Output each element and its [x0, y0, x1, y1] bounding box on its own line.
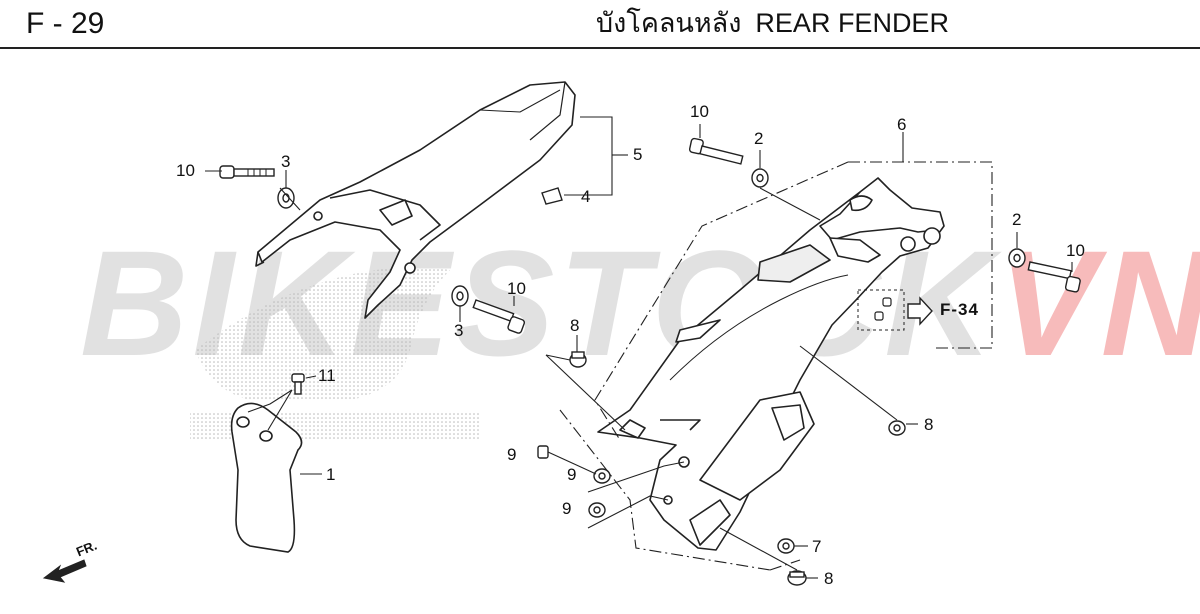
group-boundaries [559, 161, 993, 571]
seat-cowl-part [255, 81, 576, 319]
callout-4: 4 [581, 187, 591, 206]
collar-2-right [1008, 248, 1026, 268]
f34-arrow [907, 296, 933, 326]
reference-link-f34[interactable]: F-34 [940, 300, 979, 319]
nut-8-left [569, 351, 587, 368]
callout-2-right: 2 [1012, 210, 1022, 229]
page-code: F - 29 [26, 7, 105, 40]
callout-9-bottom: 9 [562, 499, 572, 518]
f34-dashed-box [857, 289, 905, 331]
screws-f34-group [874, 297, 892, 321]
page-header: F - 29 บังโคลนหลัง REAR FENDER [0, 0, 1200, 50]
watermark-accent: VN [996, 219, 1200, 387]
callout-9-middle: 9 [567, 465, 577, 484]
leader-lines [205, 116, 1073, 579]
callout-8-right: 8 [924, 415, 934, 434]
callout-3-bottom: 3 [454, 321, 464, 340]
callout-10-middle: 10 [507, 279, 526, 298]
callout-9-top: 9 [507, 445, 517, 464]
callout-2-top: 2 [754, 129, 764, 148]
bolt-10-right [1027, 261, 1081, 293]
plate-4 [541, 187, 563, 205]
header-divider [0, 47, 1200, 49]
mud-guard-part [230, 402, 303, 553]
callout-6: 6 [897, 115, 907, 134]
clip-9-bottom [588, 502, 606, 518]
callout-10-top: 10 [690, 102, 709, 121]
bolt-10-top [688, 137, 744, 165]
screw-11 [291, 373, 305, 395]
title-thai: บังโคลนหลัง [596, 8, 742, 38]
washer-7 [777, 538, 795, 554]
callout-8-left: 8 [570, 316, 580, 335]
page-title: บังโคลนหลัง REAR FENDER [596, 6, 949, 40]
clip-9-middle [593, 468, 611, 484]
rear-fender-part [597, 177, 945, 551]
clip-9-top [537, 445, 549, 459]
callout-5: 5 [633, 145, 643, 164]
collar-3-bottom [451, 285, 469, 307]
callout-1: 1 [326, 465, 336, 484]
nut-8-bottom [787, 570, 807, 586]
callout-11: 11 [318, 366, 336, 385]
callout-8-bottom: 8 [824, 569, 834, 588]
nut-8-right [888, 420, 906, 436]
bolt-10-left [219, 165, 275, 179]
callout-7: 7 [812, 537, 822, 556]
front-arrow-icon [42, 559, 87, 583]
collar-3-top [277, 187, 295, 209]
callout-10-right: 10 [1066, 241, 1085, 260]
title-english: REAR FENDER [755, 8, 949, 38]
collar-2-top [751, 168, 769, 188]
callout-3-top: 3 [281, 152, 291, 171]
bolt-10-middle [472, 299, 526, 334]
callout-10-left: 10 [176, 161, 195, 180]
